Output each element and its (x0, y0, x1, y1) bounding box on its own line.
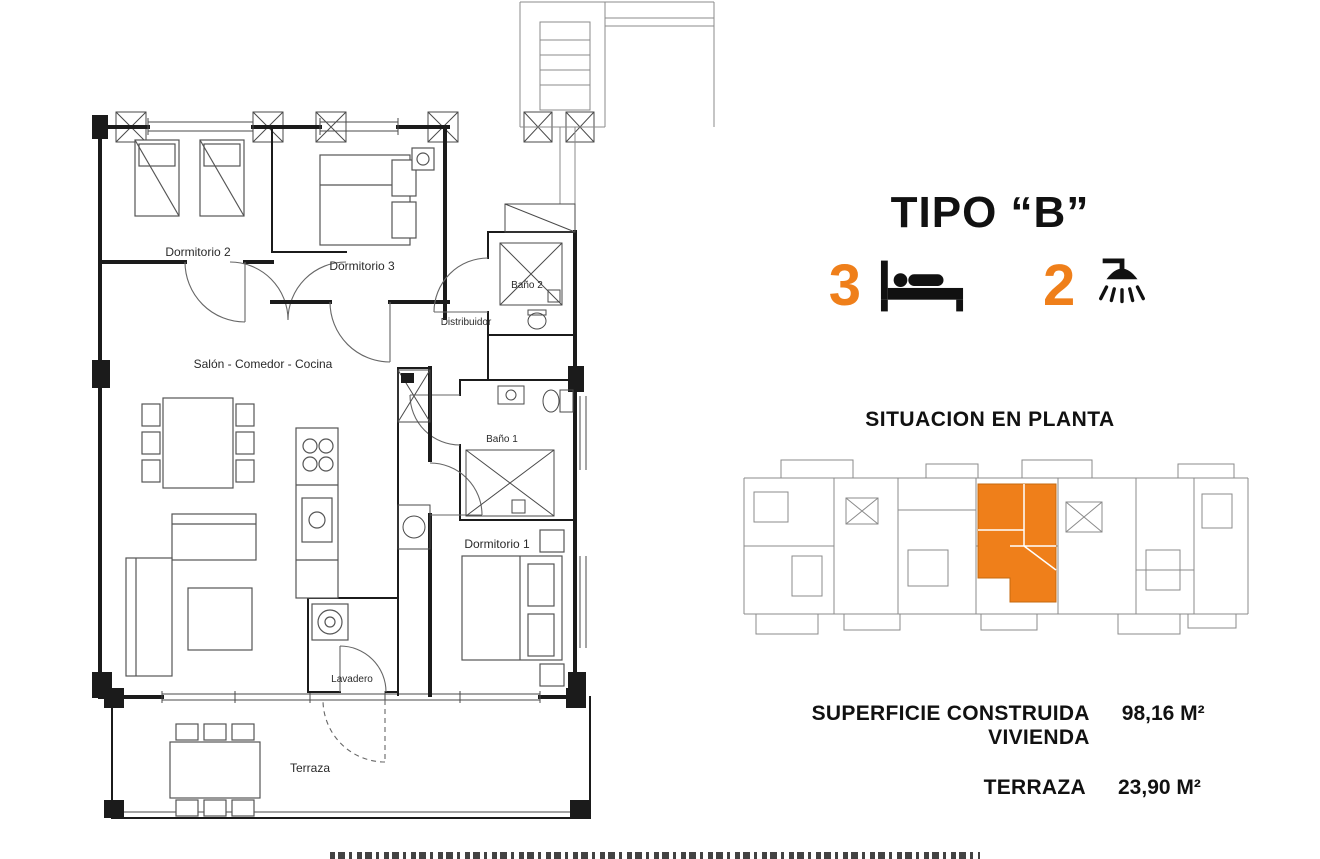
bedrooms-count: 3 (828, 253, 861, 318)
room-label-salon: Salón - Comedor - Cocina (194, 357, 333, 371)
plan-type-title: TIPO “B” (890, 188, 1090, 237)
stat-label-vivienda: SUPERFICIE CONSTRUIDA VIVIENDA (811, 702, 1090, 749)
rooms-summary: 3 2 (720, 256, 1260, 316)
room-label-distribuidor: Distribuidor (441, 317, 492, 328)
room-label-lavadero: Lavadero (331, 674, 373, 685)
room-label-bano-2: Baño 2 (511, 280, 543, 291)
shower-icon (1093, 256, 1151, 316)
situacion-heading: SITUACION EN PLANTA (865, 408, 1115, 431)
fixtures-furniture (125, 139, 574, 817)
footer-text-clipped (330, 852, 980, 859)
room-label-dormitorio-2: Dormitorio 2 (165, 245, 231, 259)
interior-walls (98, 126, 591, 819)
stat-value-vivienda: 98,16 M² (1121, 702, 1205, 725)
room-label-dormitorio-1: Dormitorio 1 (464, 537, 530, 551)
room-label-dormitorio-3: Dormitorio 3 (329, 259, 395, 273)
bed-icon (879, 258, 965, 314)
room-label-bano-1: Baño 1 (486, 434, 518, 445)
surface-stats: SUPERFICIE CONSTRUIDA VIVIENDA 98,16 M² … (716, 702, 1246, 800)
situacion-plan (743, 459, 1249, 635)
stat-row-terraza: TERRAZA 23,90 M² (716, 776, 1246, 800)
bathrooms-count: 2 (1043, 253, 1076, 318)
room-label-terraza: Terraza (290, 761, 330, 775)
floor-plan: Dormitorio 2 Dormitorio 3 Baño 2 Distrib… (92, 1, 715, 819)
neighbour-unit-fragment (519, 1, 715, 204)
highlighted-unit (977, 483, 1057, 603)
stat-row-vivienda: SUPERFICIE CONSTRUIDA VIVIENDA 98,16 M² (716, 702, 1246, 750)
stat-label-terraza: TERRAZA (983, 776, 1086, 799)
stat-value-terraza: 23,90 M² (1118, 776, 1201, 799)
